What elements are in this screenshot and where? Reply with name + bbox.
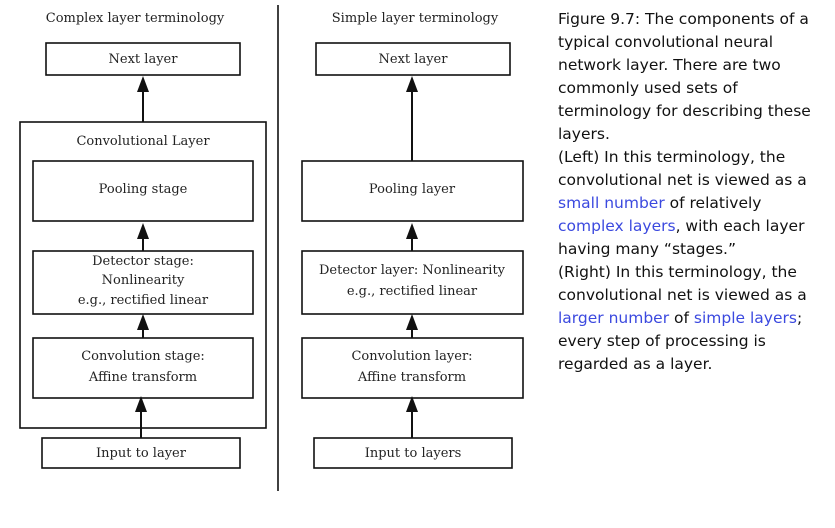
convolution-layer-box: [301, 337, 524, 399]
right-next-layer-label: Next layer: [379, 52, 449, 67]
caption-highlight-simple-layers: simple layers: [693, 309, 797, 327]
left-next-layer-label: Next layer: [109, 52, 179, 67]
detector-stage-label-line-1: Detector stage:: [92, 254, 194, 269]
caption-highlight-small-number: small number: [558, 194, 665, 212]
caption-left-part-b: of relatively: [664, 194, 762, 212]
caption-intro: Figure 9.7: The components of a typical …: [558, 10, 811, 143]
convolution-layer-label-line-1: Convolution layer:: [351, 349, 472, 364]
caption-left-part-a: (Left) In this terminology, the convolut…: [558, 148, 807, 189]
left-next-layer-box: [45, 42, 241, 76]
right-next-layer-box: [315, 42, 511, 76]
detector-stage-box: [32, 250, 254, 315]
detector-stage-label-line-2: Nonlinearity: [102, 273, 185, 288]
pooling-stage-label: Pooling stage: [99, 182, 188, 197]
caption-right-part-c: ; every step of processing is regarded a…: [558, 309, 803, 373]
detector-layer-label-line-1: Detector layer: Nonlinearity: [319, 263, 506, 278]
convolution-stage-label-line-2: Affine transform: [88, 370, 197, 385]
right-panel-title: Simple layer terminology: [332, 11, 499, 26]
right-input-box: [313, 437, 513, 469]
caption-right-part-a: (Right) In this terminology, the convolu…: [558, 263, 807, 304]
convolution-stage-label-line-1: Convolution stage:: [81, 349, 205, 364]
right-arrowhead-conv-to-detector: [406, 314, 418, 330]
left-input-label: Input to layer: [96, 446, 187, 461]
right-input-label: Input to layers: [365, 446, 462, 461]
right-arrows: [406, 76, 418, 438]
caption-left-part-c: , with each layer having many “stages.”: [558, 217, 805, 258]
caption-highlight-larger-number: larger number: [558, 309, 670, 327]
convolution-layer-label-line-2: Affine transform: [357, 370, 466, 385]
caption-right-part-b: of: [669, 309, 694, 327]
left-panel-title: Complex layer terminology: [46, 11, 225, 26]
left-input-box: [41, 437, 241, 469]
pooling-stage-box: [32, 160, 254, 222]
left-arrowhead-detector-to-pooling: [137, 223, 149, 239]
pooling-layer-label: Pooling layer: [369, 182, 456, 197]
detector-layer-box: [301, 250, 524, 315]
detector-stage-label-line-3: e.g., rectified linear: [78, 293, 209, 308]
left-arrows: [135, 76, 149, 438]
right-arrowhead-pooling-to-next: [406, 76, 418, 92]
right-arrowhead-detector-to-pooling: [406, 223, 418, 239]
figure-caption: Figure 9.7: The components of a typical …: [558, 8, 830, 376]
convolution-stage-box: [32, 337, 254, 399]
left-arrowhead-layer-to-next: [137, 76, 149, 92]
caption-highlight-complex-layers: complex layers: [558, 217, 676, 235]
left-arrowhead-conv-to-detector: [137, 314, 149, 330]
convolutional-layer-label: Convolutional Layer: [76, 134, 210, 149]
detector-layer-label-line-2: e.g., rectified linear: [347, 284, 478, 299]
